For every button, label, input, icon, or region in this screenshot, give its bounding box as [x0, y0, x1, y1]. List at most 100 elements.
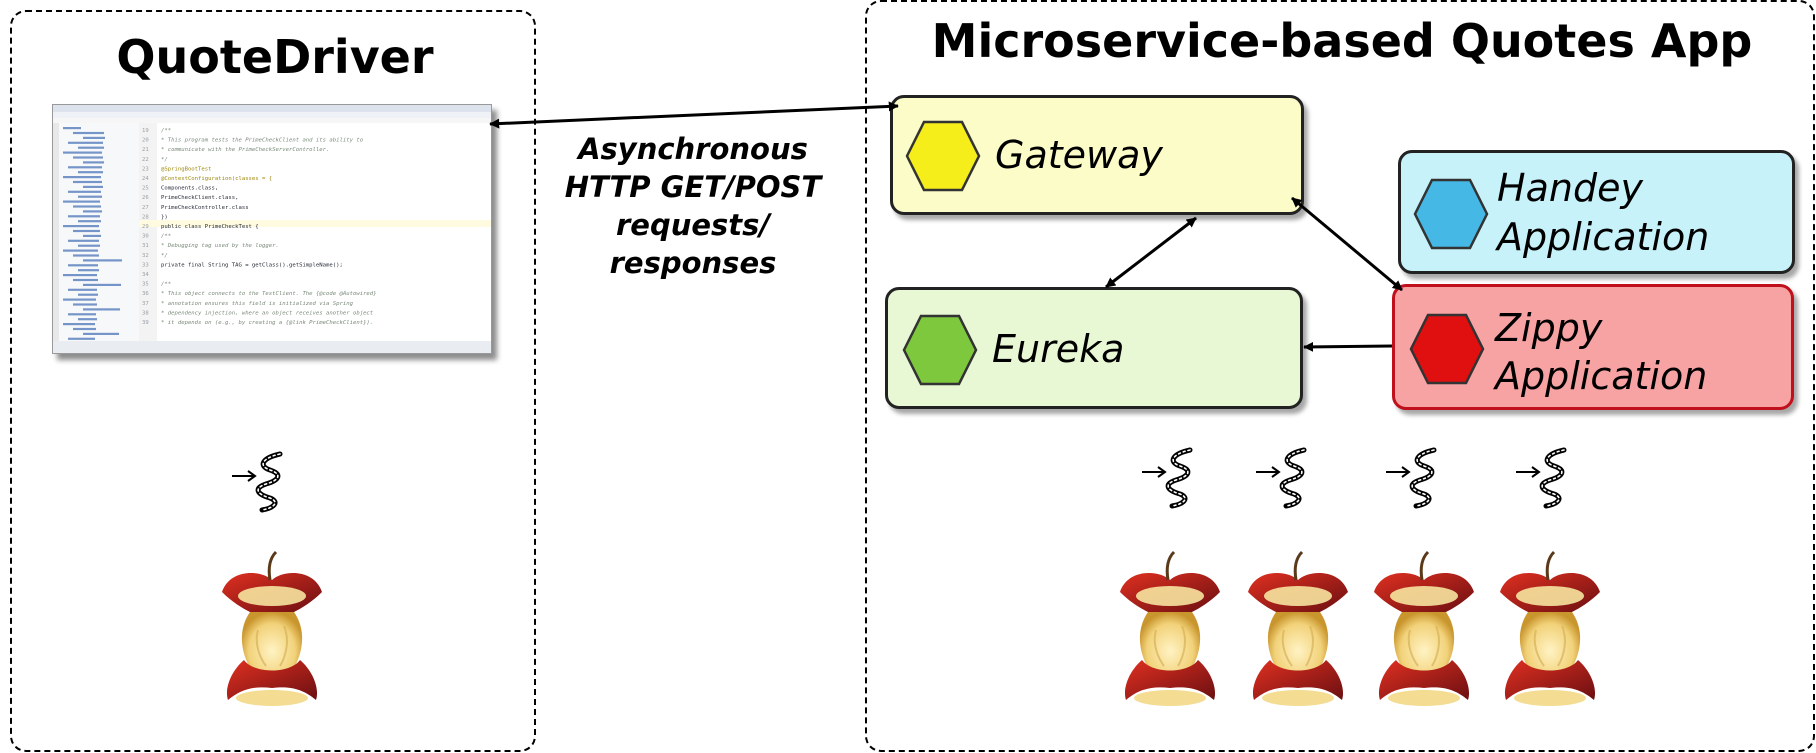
thread-icon: [1256, 450, 1304, 506]
handey-label-line-2: Application: [1497, 215, 1710, 259]
ide-tree-row: [63, 274, 97, 277]
ide-code-line: * This object connects to the TestClient…: [161, 291, 377, 297]
ide-code-line: */: [161, 157, 168, 163]
ide-tree-row: [78, 318, 97, 321]
ide-code-line: * it depends on (e.g., by creating a {@l…: [161, 320, 373, 326]
ide-tree-row: [83, 308, 120, 311]
ide-tree-row: [73, 327, 96, 331]
ide-tree-row: [78, 293, 98, 296]
ide-tree-row: [73, 205, 101, 208]
ide-line-number: 27: [142, 205, 149, 211]
ide-tree-row: [63, 298, 96, 301]
ide-tree-row: [78, 244, 100, 247]
apple-core-icon: [1246, 550, 1350, 708]
ide-tree-row: [78, 195, 102, 198]
ide-line-number: 20: [142, 138, 149, 144]
ide-code-line: PrimeCheckClient.class,: [161, 195, 238, 201]
ide-code-line: * annotation ensures this field is initi…: [161, 301, 354, 307]
ide-line-number: 22: [142, 157, 149, 163]
quote-driver-title: QuoteDriver: [116, 30, 434, 84]
ide-line-number: 39: [142, 320, 149, 326]
ide-tree-row: [68, 190, 101, 193]
caption-line: HTTP GET/POST: [564, 170, 822, 204]
handey-label-line-1: Handey: [1497, 166, 1643, 210]
gateway-hexagon-icon: [905, 120, 981, 192]
gateway-zippy-arrow: [1291, 196, 1403, 292]
ide-tree-row: [68, 239, 99, 242]
ide-code-line: /**: [161, 282, 171, 288]
ide-tree-row: [63, 323, 95, 326]
quote-driver-panel: QuoteDriver: [10, 10, 536, 752]
thread-icon: [1142, 450, 1190, 506]
http-arrow: [489, 101, 899, 129]
thread-icon: [232, 454, 280, 510]
ide-tree-row: [73, 131, 104, 135]
zippy-label-line-2: Application: [1495, 354, 1708, 398]
ide-line-number: 31: [142, 243, 149, 249]
ide-tree-row: [83, 161, 104, 164]
ide-tree-row: [78, 269, 99, 272]
ide-tree-row: [83, 259, 122, 262]
ide-line-number: 30: [142, 234, 149, 240]
ide-tree-row: [68, 337, 95, 340]
ide-tree-row: [68, 215, 100, 218]
ide-line-number: 21: [142, 147, 149, 153]
ide-code-line: * communicate with the PrimeCheckServerC…: [161, 147, 329, 153]
ide-tree-row: [83, 283, 121, 286]
caption-line: Asynchronous: [578, 132, 808, 166]
ide-code-line: * dependency injection, where an object …: [161, 310, 374, 316]
caption-line: responses: [609, 246, 777, 280]
gateway-eureka-arrow: [1105, 216, 1197, 289]
ide-tree-row: [63, 225, 99, 228]
ide-code-line: /**: [161, 234, 171, 240]
ide-line-number: 29: [142, 224, 149, 230]
ide-screenshot: 19 /** 20 * This program tests the PrimeCh…: [52, 104, 492, 354]
thread-icon: [1386, 450, 1434, 506]
ide-line-number: 25: [142, 186, 149, 192]
apple-core-icon: [1118, 550, 1222, 708]
ide-tree-row: [78, 146, 104, 149]
ide-code-line: public class PrimeCheckTest {: [161, 224, 259, 230]
ide-code-line: @SpringBootTest: [161, 166, 212, 172]
ide-tree-row: [78, 220, 101, 223]
ide-tree-row: [73, 229, 100, 233]
ide-tree-row: [63, 200, 100, 203]
zippy-eureka-arrow: [1303, 341, 1393, 352]
handey-service-box: Handey Application: [1398, 150, 1795, 274]
ide-line-number: 36: [142, 291, 149, 297]
ide-code-line: * Debugging tag used by the logger.: [161, 243, 279, 249]
gateway-label: Gateway: [995, 133, 1163, 177]
eureka-service-box: Eureka: [885, 287, 1303, 409]
ide-tree-row: [68, 264, 98, 267]
quotes-app-panel: Microservice-based Quotes App: [865, 0, 1815, 752]
ide-code-line: PrimeCheckController.class: [161, 205, 249, 211]
ide-code-line: @ContextConfiguration(classes = {: [161, 176, 272, 182]
ide-tree-row: [63, 127, 81, 130]
apple-core-icon: [1372, 550, 1476, 708]
ide-code-line: * This program tests the PrimeCheckClien…: [161, 138, 364, 144]
gateway-service-box: Gateway: [890, 95, 1304, 215]
ide-code-line: /**: [161, 128, 171, 134]
ide-tree-row: [83, 234, 101, 237]
ide-tree-row: [63, 249, 98, 252]
ide-tree-row: [68, 166, 102, 169]
ide-tree-row: [78, 171, 103, 174]
ide-code-line: private final String TAG = getClass().ge…: [161, 262, 343, 268]
zippy-service-box: Zippy Application: [1392, 284, 1794, 410]
ide-tree-row: [73, 156, 103, 159]
zippy-hexagon-icon: [1409, 313, 1485, 385]
ide-tree-row: [83, 332, 119, 335]
ide-code-line: */: [161, 253, 168, 259]
ide-line-number: 34: [142, 272, 149, 278]
ide-code-line: Components.class,: [161, 186, 218, 192]
caption-line: requests/: [615, 208, 771, 242]
ide-line-number: 19: [142, 128, 149, 134]
ide-line-number: 23: [142, 166, 149, 172]
ide-line-number: 35: [142, 282, 149, 288]
ide-tree-row: [73, 180, 102, 184]
ide-tree-row: [83, 210, 102, 213]
ide-line-number: 26: [142, 195, 149, 201]
ide-tree-row: [68, 313, 96, 316]
ide-tree-row: [83, 185, 103, 188]
apple-core-icon: [220, 550, 324, 708]
